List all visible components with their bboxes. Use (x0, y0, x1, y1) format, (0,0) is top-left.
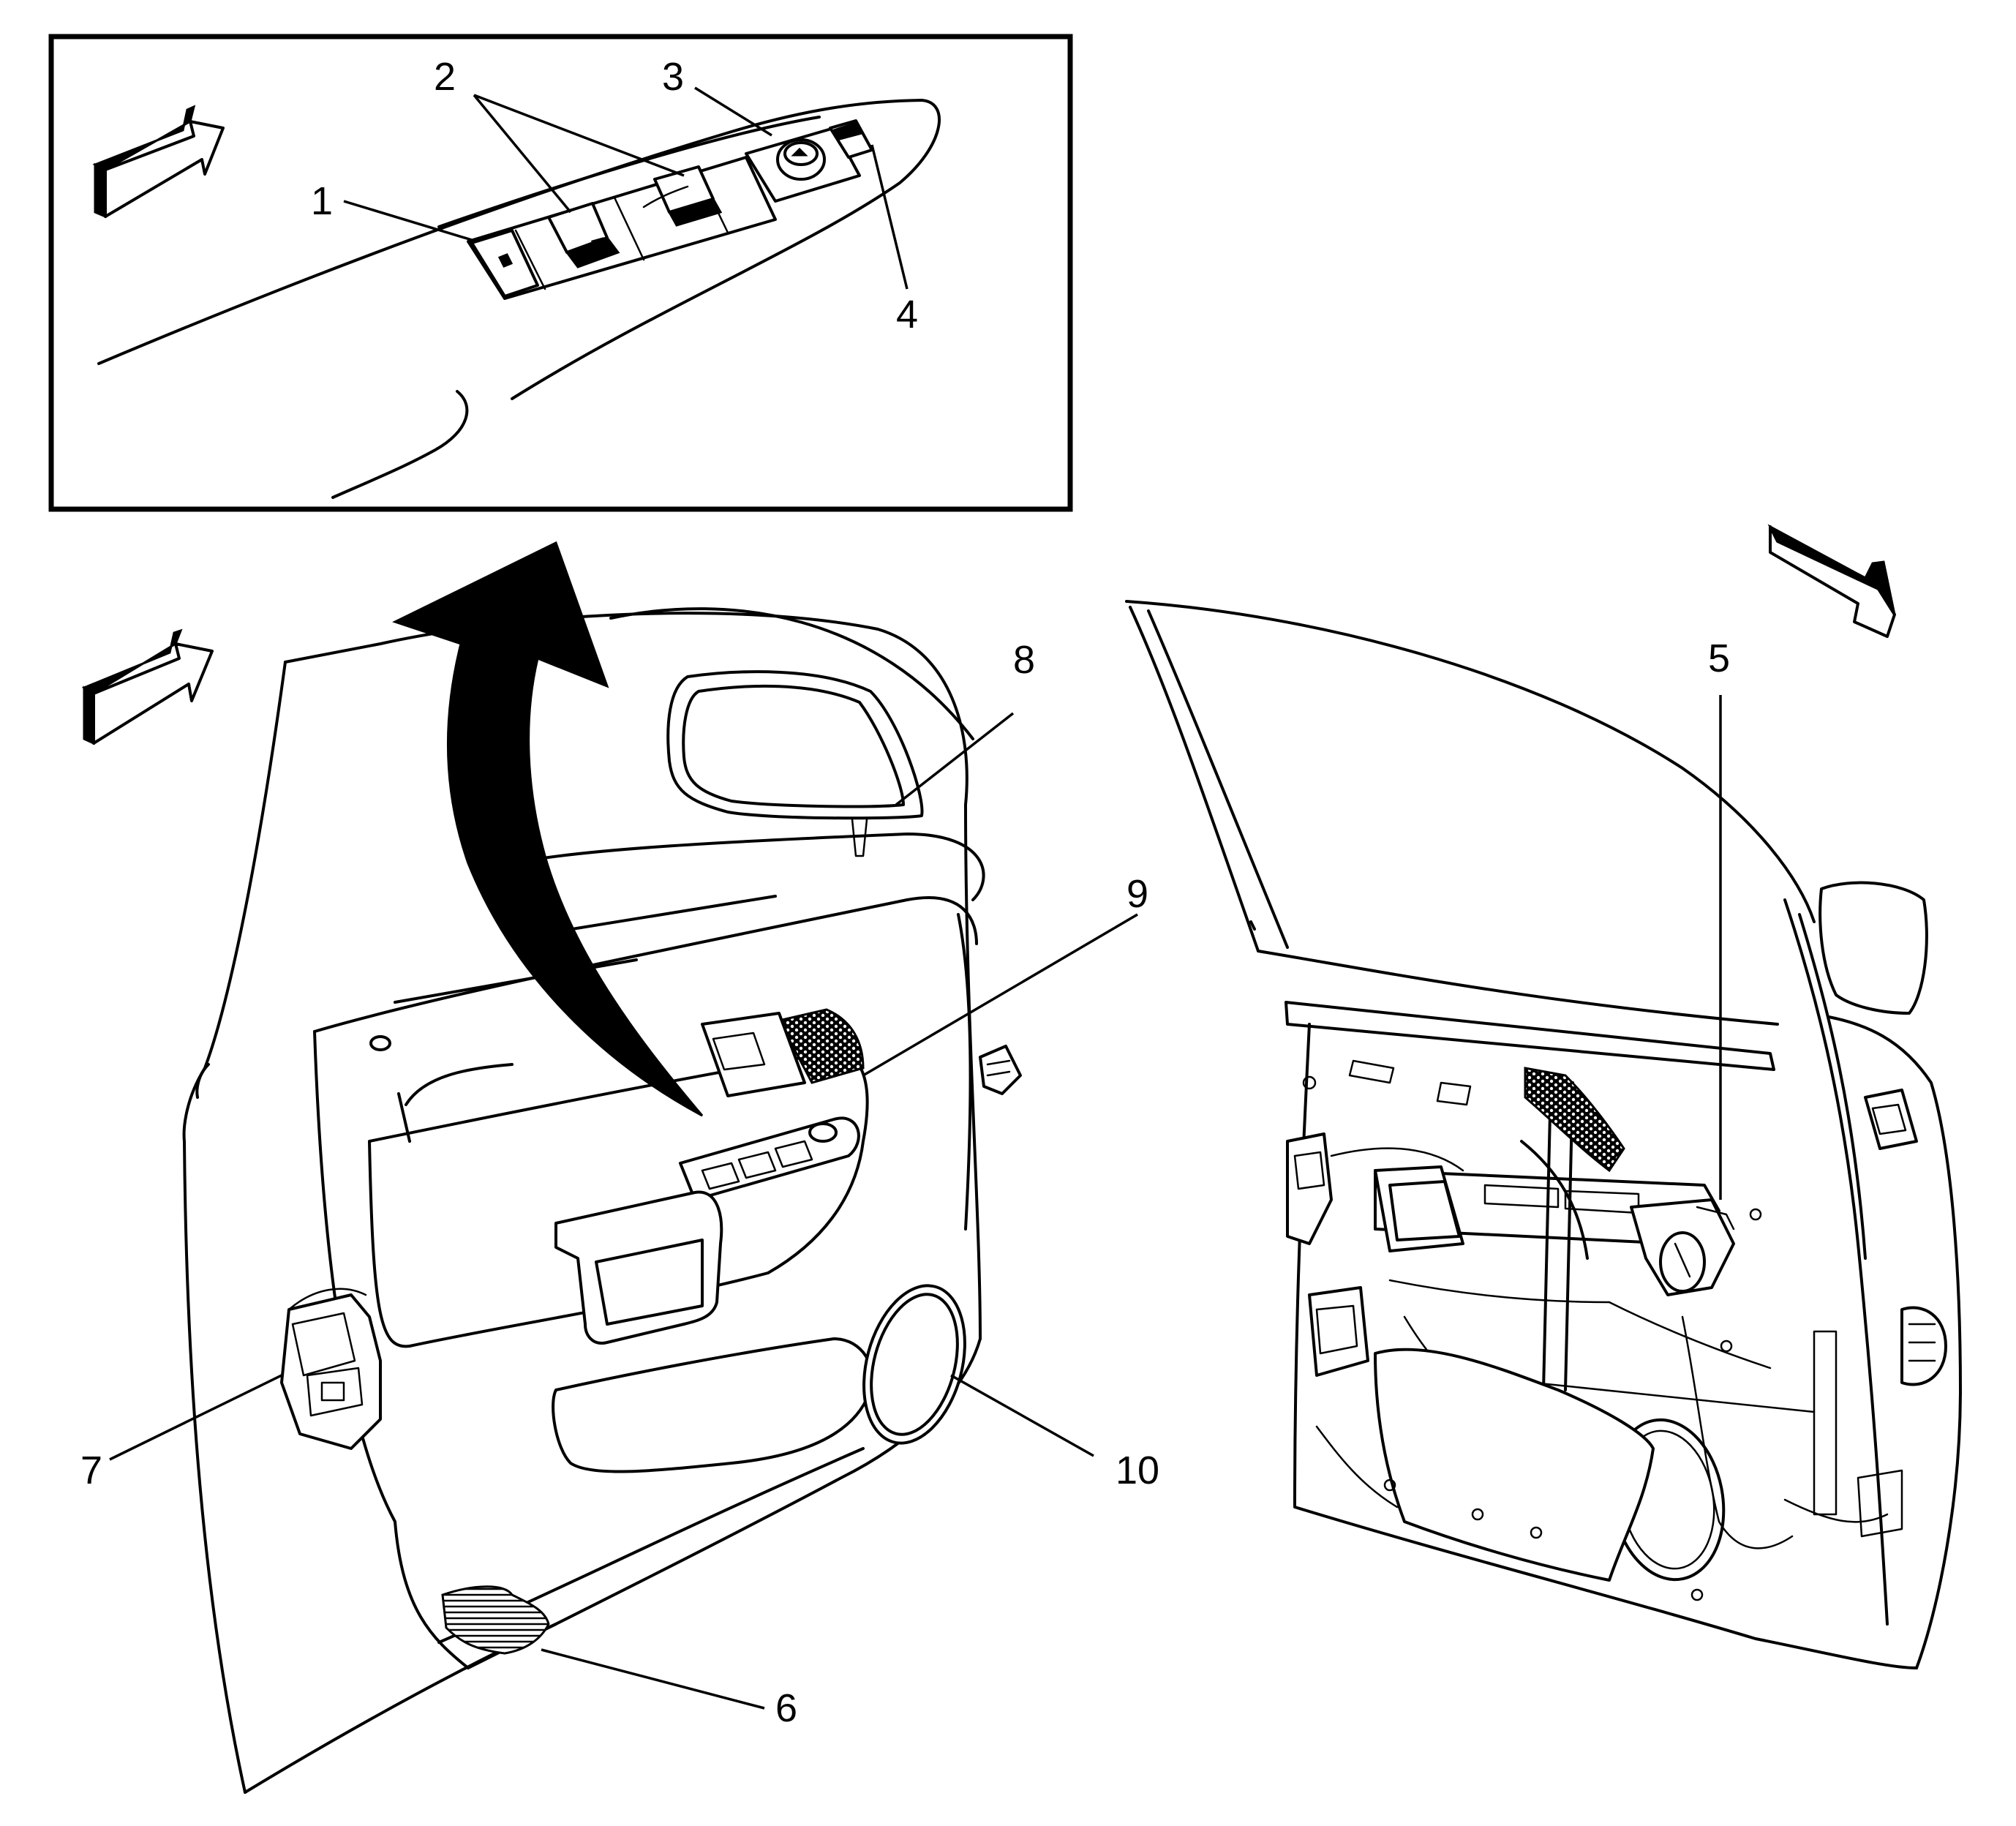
callout-1: 1 (311, 179, 333, 223)
door-trim-vent (701, 1008, 865, 1097)
door-lock-actuator (280, 1288, 382, 1450)
callout-4: 4 (896, 293, 918, 337)
door-pull-handle (554, 1190, 723, 1345)
door-trim-pad (441, 1585, 550, 1655)
callout-10: 10 (1116, 1449, 1159, 1492)
side-connector (979, 1045, 1022, 1095)
callout-3: 3 (662, 55, 684, 99)
callout-2: 2 (434, 55, 456, 99)
callout-8: 8 (1013, 638, 1035, 682)
door-inner-structure-view: 5 (1125, 524, 1962, 1669)
callout-6: 6 (775, 1686, 797, 1730)
forward-direction-arrow-icon (81, 628, 214, 745)
window-regulator-module (1374, 1165, 1735, 1296)
speaker-grille (862, 1284, 966, 1445)
forward-direction-arrow-icon (1767, 524, 1896, 638)
callout-9: 9 (1127, 872, 1148, 916)
panel-switch-bezel (679, 1116, 860, 1201)
door-trim-panel-view: 8 9 10 6 7 (80, 541, 1159, 1794)
callout-7: 7 (80, 1449, 102, 1492)
callout-5: 5 (1708, 636, 1730, 680)
forward-direction-arrow-icon (92, 105, 225, 219)
outside-mirror (666, 670, 924, 857)
curved-removal-arrow-icon (392, 541, 704, 1117)
inset-detail: 1 2 3 4 (48, 34, 1073, 512)
window-switch-bank-inset (467, 119, 873, 300)
